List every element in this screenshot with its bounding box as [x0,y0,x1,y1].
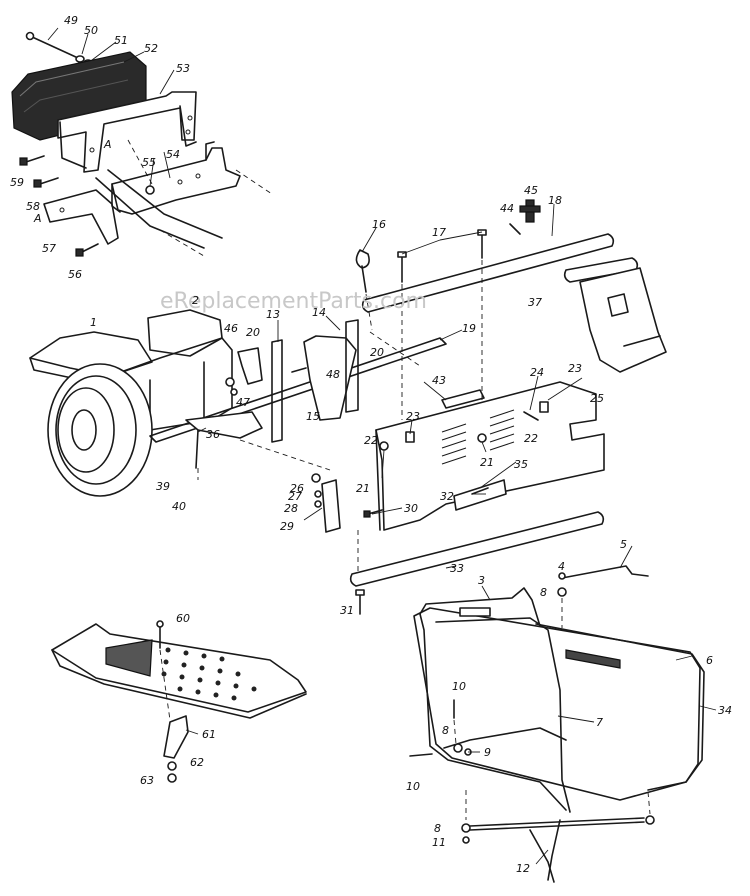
callout: 30 [404,502,418,515]
callout: 58 [26,200,40,213]
callout: 10 [406,780,420,793]
weight-bracket-assembly [11,31,273,257]
callout: 26 [290,482,304,495]
callout: 36 [206,428,220,441]
callout: 8 [434,822,441,835]
callout: 24 [530,366,544,379]
callout: 22 [524,432,538,445]
callout: 10 [452,680,466,693]
tractor-rear-body [29,309,233,497]
callout: 40 [172,500,186,513]
callout: A [103,138,112,151]
callout: 19 [462,322,476,335]
watermark: eReplacementParts.com [160,289,427,314]
hitch-plate-36 [185,411,263,439]
callout: 60 [176,612,190,625]
callout: 8 [442,724,449,737]
callout: 32 [440,490,454,503]
callout: 63 [140,774,154,787]
callout: 50 [84,24,98,37]
washer-50 [75,55,85,63]
callout: 9 [484,746,491,759]
callout: 37 [528,296,542,309]
callout: 54 [166,148,180,161]
callout: 59 [10,176,24,189]
center-panel-25 [375,381,605,531]
callout: 12 [516,862,530,875]
callout: 53 [176,62,190,75]
post-14 [345,319,359,413]
post-13 [271,339,283,443]
top-rod-assembly [355,199,615,420]
bagger-frame [409,565,705,883]
callout: 20 [246,326,260,339]
deflector-37 [563,257,667,373]
rear-wheel [47,363,153,497]
callout: 47 [236,396,250,409]
callout: 39 [156,480,170,493]
callout: 8 [540,586,547,599]
bolt-49 [29,35,79,59]
callout: 56 [68,268,82,281]
callout: 13 [266,308,280,321]
lower-bracket-29 [311,473,383,533]
mount-bracket-57 [43,189,119,245]
callout: 17 [432,226,446,239]
bottom-rod-33 [349,511,605,615]
callout: 28 [284,502,298,515]
callout: 18 [548,194,562,207]
callout-labels: 49 50 51 52 53 59 58 57 56 55 54 A A 16 … [10,14,732,875]
callout: 3 [478,574,485,587]
hitch-frame [149,319,447,480]
callout: 6 [706,654,713,667]
callout: 31 [340,604,354,617]
callout: 51 [114,34,128,47]
callout: 49 [64,14,78,27]
hitch-pin-16 [355,249,370,269]
callout: 45 [524,184,538,197]
callout: 46 [224,322,238,335]
callout: 15 [306,410,320,423]
callout: 61 [202,728,216,741]
foot-plate-60 [51,620,307,783]
bag-34 [413,607,701,801]
callout: 21 [480,456,494,469]
bracket-20 [237,347,263,385]
callout: 14 [312,306,326,319]
callout: 48 [326,368,340,381]
callout: 22 [364,434,378,447]
callout: 20 [370,346,384,359]
callout: 4 [558,560,565,573]
callout: A [33,212,42,225]
callout: 23 [568,362,582,375]
callout: 33 [450,562,464,575]
fender-1 [29,331,153,377]
callout: 29 [280,520,294,533]
callout: 55 [142,156,156,169]
callout: 11 [432,836,446,849]
callout: 7 [596,716,603,729]
callout: 21 [356,482,370,495]
callout: 34 [718,704,732,717]
callout: 27 [288,490,302,503]
callout: 52 [144,42,158,55]
callout: 5 [620,538,627,551]
callout: 2 [192,294,199,307]
callout: 43 [432,374,446,387]
bracket-15 [303,335,357,421]
callout: 16 [372,218,386,231]
callout: 1 [90,316,97,329]
leader-lines [47,27,717,865]
callout: 25 [590,392,604,405]
callout: 62 [190,756,204,769]
callout: 23 [406,410,420,423]
callout: 57 [42,242,56,255]
bolt-55 [145,185,155,195]
callout: 44 [500,202,514,215]
callout: 35 [514,458,528,471]
rod-18 [361,233,615,313]
